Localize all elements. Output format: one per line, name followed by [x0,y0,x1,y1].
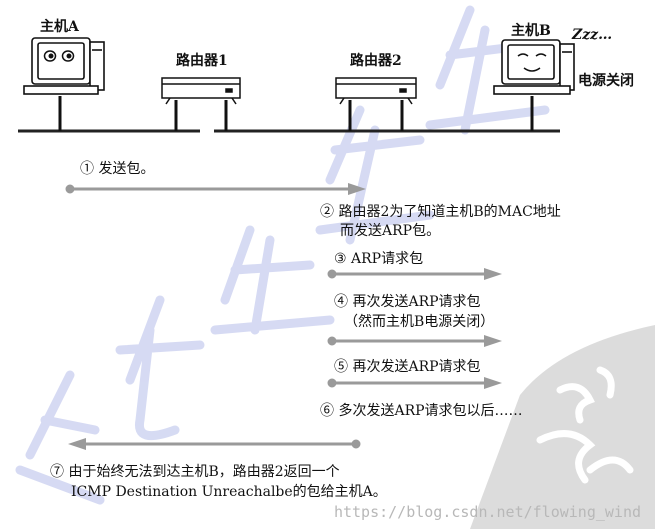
step5-number: ⑤ [334,359,348,375]
arrows [65,183,502,450]
host-b-status-label: 电源关闭 [578,73,634,89]
step4-text-line1: 再次发送ARP请求包 [352,294,481,310]
step4-label: ④ 再次发送ARP请求包 [334,293,481,311]
step5-arrow [327,377,502,389]
step4-text-line2: （然而主机B电源关闭） [344,314,495,330]
host-b-label: 主机B [511,23,551,39]
step3-label: ③ ARP请求包 [334,250,423,268]
step4-arrow [327,335,502,347]
step4-number: ④ [334,294,348,310]
step7-text-line1: 由于始终无法到达主机B，路由器2返回一个 [68,464,340,480]
step4-label-line2: （然而主机B电源关闭） [344,313,494,331]
step5-label: ⑤ 再次发送ARP请求包 [334,358,481,376]
step2-text-line1: 路由器2为了知道主机B的MAC地址 [338,204,561,220]
step1-text: 发送包。 [98,161,155,177]
step5-text: 再次发送ARP请求包 [352,359,481,375]
watermark-text [15,5,550,505]
host-b-sleeping-face [517,53,547,72]
step3-number: ③ [334,251,347,267]
step7-text-line2: ICMP Destination Unreachalbe的包给主机A。 [71,484,387,500]
step6-number: ⑥ [320,403,334,419]
host-b-sleep-label: Zzz… [572,27,613,43]
step7-label: ⑦ 由于始终无法到达主机B，路由器2返回一个 [50,463,340,481]
step2-label: ② 路由器2为了知道主机B的MAC地址 [320,203,561,221]
router1-box [161,77,241,131]
router2-label: 路由器2 [350,53,402,69]
router1-label: 路由器1 [176,53,228,69]
router2-box [335,77,417,131]
watermark-stamp-glyphs [536,366,634,484]
step7-arrow [68,438,361,450]
step2-label-line2: 而发送ARP包。 [340,222,440,240]
step2-text-line2: 而发送ARP包。 [340,223,441,239]
step6-label: ⑥ 多次发送ARP请求包以后…… [320,402,523,420]
watermark-url: https://blog.csdn.net/flowing_wind [333,503,641,521]
step3-text: ARP请求包 [351,251,424,267]
step1-label: ① 发送包。 [80,160,154,178]
host-a-face [43,50,75,62]
step6-text: 多次发送ARP请求包以后…… [338,403,523,419]
step1-arrow [65,183,366,195]
step7-label-line2: ICMP Destination Unreachalbe的包给主机A。 [71,483,387,501]
step3-arrow [327,268,502,280]
step1-number: ① [80,161,94,177]
watermark-layer [15,5,655,529]
step2-number: ② [320,204,334,220]
step7-number: ⑦ [50,464,64,480]
watermark-stamp [470,325,655,529]
host-a-label: 主机A [40,19,79,35]
